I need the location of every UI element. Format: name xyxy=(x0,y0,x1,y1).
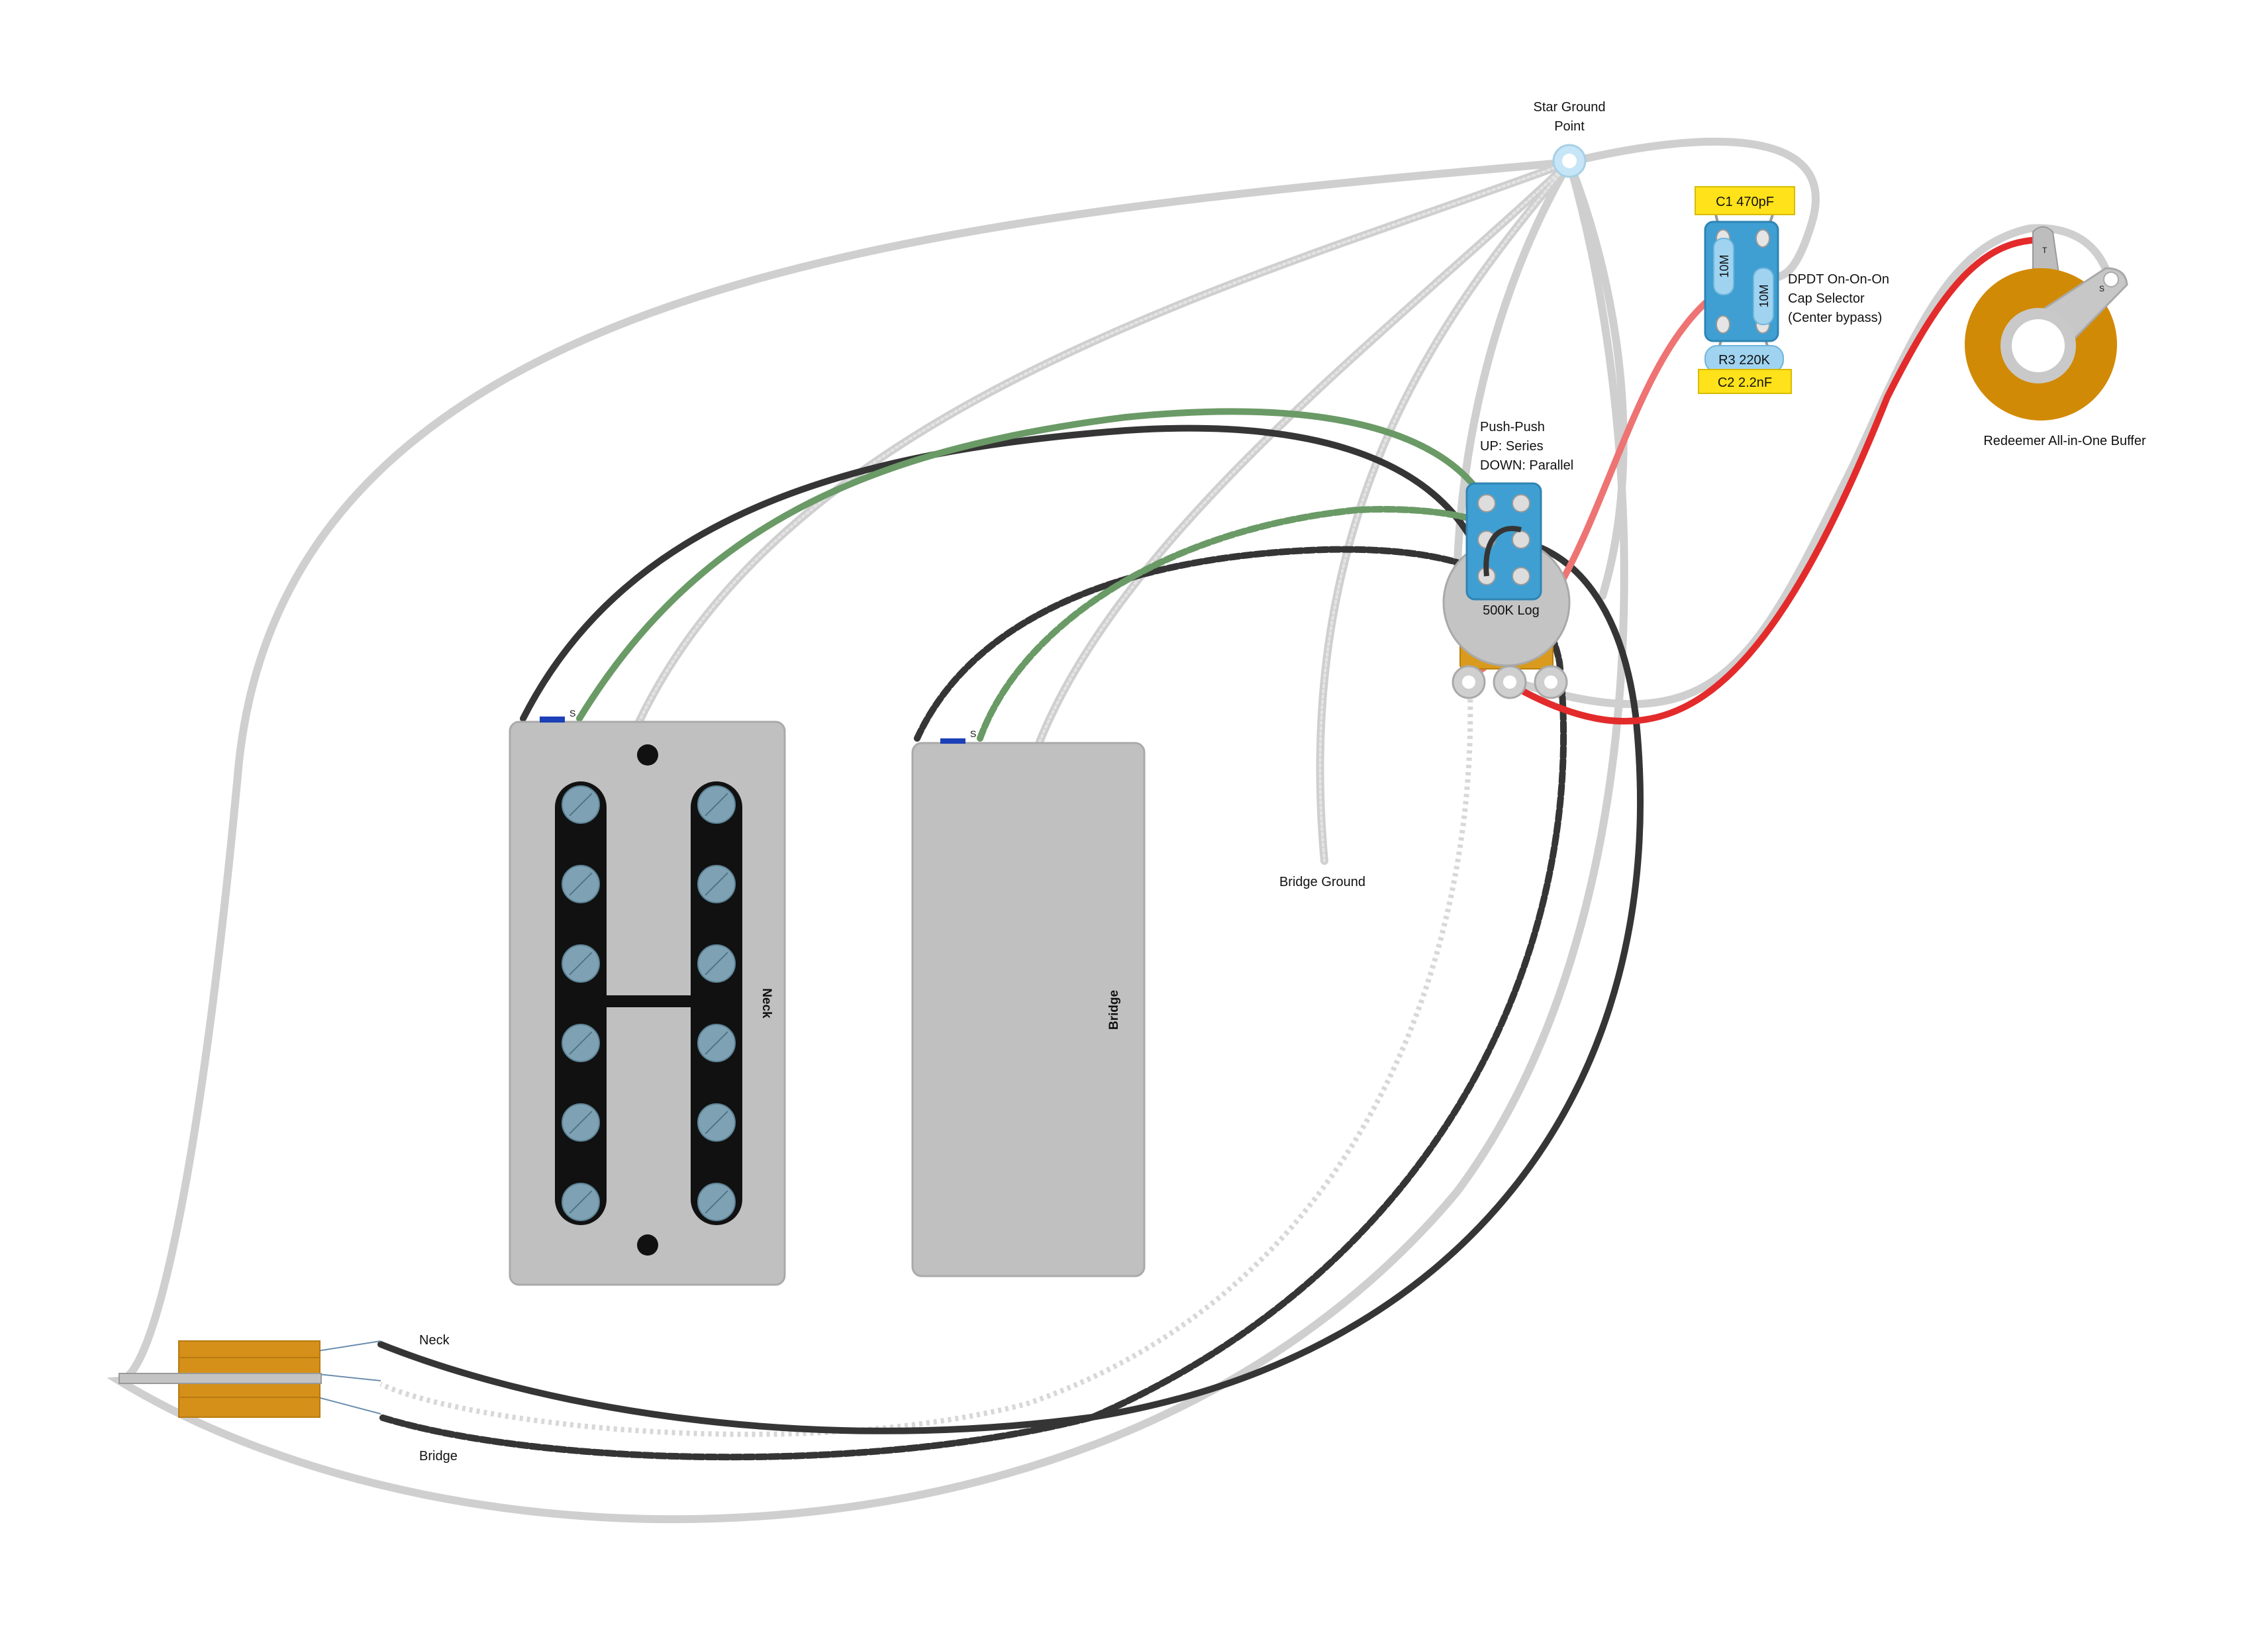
resistor-b-body xyxy=(1753,268,1774,325)
star-ground: Star Ground Point xyxy=(1534,100,1606,178)
bridge-pickup-cover xyxy=(911,742,1146,1277)
c2-label: C2 2.2nF xyxy=(1718,375,1772,390)
ground-wire-to-neck-bottom xyxy=(107,158,1628,1523)
neck-pickup: S Neck xyxy=(509,708,786,1286)
neck-coil-right xyxy=(691,781,742,1225)
black-wires xyxy=(377,424,1644,1461)
bridge-ground-label: Bridge Ground xyxy=(1279,875,1365,889)
push-push-switch: Push-Push UP: Series DOWN: Parallel xyxy=(1465,420,1573,601)
red-wire-pot-to-buffer xyxy=(1503,236,2049,725)
push-push-label-2: UP: Series xyxy=(1480,439,1544,454)
buffer-lug-s: S xyxy=(2099,284,2104,293)
jack-shaft xyxy=(119,1373,322,1384)
bridge-start-tab xyxy=(940,738,965,744)
dpdt-label-1: DPDT On-On-On xyxy=(1788,272,1889,287)
output-jack: Neck Bridge xyxy=(119,1333,458,1464)
ground-wire-to-dpdt xyxy=(1565,137,1820,282)
neck-mount-hole-bottom xyxy=(637,1234,658,1256)
ground-wires xyxy=(107,137,2113,1523)
bridge-pickup-label: Bridge xyxy=(1107,990,1121,1030)
buffer: T S Redeemer All-in-One Buffer xyxy=(1965,226,2146,448)
neck-coil-left xyxy=(555,781,607,1225)
star-ground-label-1: Star Ground xyxy=(1534,100,1606,115)
c2-cap xyxy=(1698,369,1792,394)
jack-leads xyxy=(317,1340,381,1415)
pot-lugs xyxy=(1452,665,1568,699)
neck-green-wire xyxy=(576,408,1490,722)
buffer-label: Redeemer All-in-One Buffer xyxy=(1983,434,2146,448)
dpdt-label-2: Cap Selector xyxy=(1788,291,1865,306)
r3-label: R3 220K xyxy=(1718,353,1770,368)
dpdt-switch: 10M 10M C1 470pF R3 220K C2 2.2nF DPDT O… xyxy=(1695,186,1889,394)
push-push-label-3: DOWN: Parallel xyxy=(1480,458,1573,473)
c1-label: C1 470pF xyxy=(1716,195,1774,209)
dpdt-label-3: (Center bypass) xyxy=(1788,311,1882,325)
buffer-tab-t xyxy=(2032,226,2061,279)
neck-pickup-label: Neck xyxy=(760,988,773,1019)
push-push-jumper xyxy=(1483,526,1522,577)
neck-coil-bridge xyxy=(603,995,695,1007)
neck-start-tab xyxy=(540,717,565,722)
ground-wire-to-pot xyxy=(1453,158,1573,600)
jack-bridge-label: Bridge xyxy=(419,1449,458,1464)
resistor-b-label: 10M xyxy=(1757,284,1771,307)
neck-black-wire xyxy=(520,424,1493,722)
bridge-green-wire-dashed xyxy=(977,506,1487,742)
neck-start-mark: S xyxy=(569,708,575,719)
bridge-pickup: S Bridge xyxy=(911,728,1146,1277)
ground-wire-to-neck-pickup xyxy=(635,158,1573,726)
push-push-label-1: Push-Push xyxy=(1480,420,1545,434)
jack-neck-label: Neck xyxy=(419,1333,450,1348)
buffer-lug-t: T xyxy=(2042,246,2047,255)
pot-label: 500K Log xyxy=(1483,603,1540,618)
resistor-a-label: 10M xyxy=(1718,254,1731,277)
buffer-hole xyxy=(2012,319,2065,372)
c1-cap xyxy=(1695,186,1795,215)
white-wire-pot-to-jack xyxy=(379,691,1473,1437)
bridge-start-mark: S xyxy=(970,728,976,739)
green-wires xyxy=(576,408,1490,742)
star-ground-label-2: Point xyxy=(1554,119,1585,134)
neck-jack-wire xyxy=(377,536,1644,1434)
ground-wire-to-switch xyxy=(1565,158,1628,600)
bridge-black-wire-dashed xyxy=(377,546,1567,1461)
neck-mount-hole-top xyxy=(637,744,658,766)
resistor-a-body xyxy=(1713,238,1734,295)
buffer-lug-s-hole xyxy=(2103,272,2119,287)
